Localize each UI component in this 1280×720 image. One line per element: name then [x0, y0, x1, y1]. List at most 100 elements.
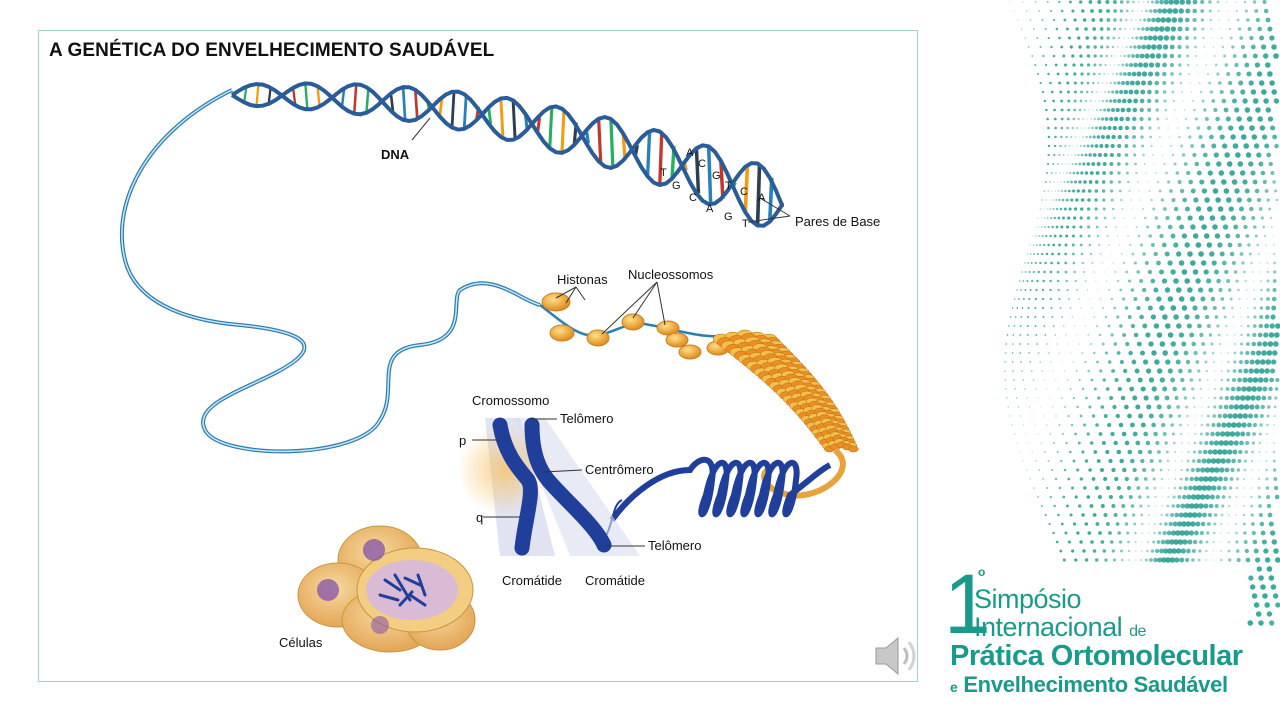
decorative-dot: [1051, 190, 1053, 192]
decorative-dot: [1246, 386, 1252, 392]
decorative-dot: [1201, 224, 1207, 230]
decorative-dot: [1214, 504, 1219, 508]
decorative-dot: [1068, 163, 1070, 165]
decorative-dot: [1148, 126, 1152, 130]
decorative-dot: [1070, 180, 1073, 184]
decorative-dot: [1136, 486, 1141, 490]
decorative-dot: [1087, 369, 1090, 373]
decorative-dot: [1095, 280, 1097, 282]
decorative-dot: [1186, 494, 1192, 500]
decorative-dot: [1143, 477, 1148, 481]
decorative-dot: [1069, 450, 1072, 454]
decorative-dot: [1200, 423, 1204, 427]
decorative-dot: [1099, 144, 1104, 148]
decorative-dot: [1112, 404, 1117, 410]
decorative-dot: [1100, 117, 1105, 121]
decorative-dot: [1060, 117, 1064, 121]
decorative-dot: [1172, 495, 1176, 499]
decorative-dot: [1139, 116, 1144, 122]
label-chromatid-left: Cromátide: [502, 573, 562, 588]
speaker-icon[interactable]: [872, 632, 924, 680]
decorative-dot: [1081, 189, 1086, 193]
decorative-dot: [1217, 206, 1224, 212]
decorative-dot: [1220, 352, 1222, 354]
decorative-dot: [1201, 458, 1207, 464]
decorative-dot: [1147, 80, 1153, 86]
decorative-dot: [1254, 359, 1261, 365]
decorative-dot: [1237, 242, 1242, 248]
decorative-dot: [1127, 98, 1132, 104]
decorative-dot: [1210, 342, 1214, 346]
decorative-dot: [1199, 530, 1204, 536]
decorative-dot: [1047, 243, 1050, 247]
decorative-dot: [1093, 271, 1095, 273]
decorative-dot: [1226, 378, 1230, 382]
decorative-dot: [1207, 476, 1214, 482]
decorative-dot: [1104, 558, 1108, 562]
decorative-dot: [1201, 99, 1205, 103]
decorative-dot: [1264, 189, 1269, 193]
decorative-dot: [1091, 126, 1094, 130]
decorative-dot: [1146, 0, 1150, 4]
decorative-dot: [1230, 134, 1236, 140]
decorative-dot: [1167, 548, 1173, 554]
decorative-dot: [1130, 422, 1135, 428]
decorative-dot: [1162, 71, 1167, 77]
decorative-dot: [1251, 134, 1258, 140]
decorative-dot: [1034, 315, 1037, 319]
decorative-dot: [1223, 476, 1228, 482]
decorative-dot: [1256, 566, 1262, 572]
decorative-dot: [1128, 495, 1133, 499]
decorative-dot: [1208, 333, 1213, 337]
decorative-dot: [1175, 171, 1180, 175]
decorative-dot: [1237, 161, 1244, 167]
decorative-dot: [1152, 35, 1158, 41]
decorative-dot: [1221, 449, 1228, 455]
decorative-dot: [1250, 261, 1253, 265]
decorative-dot: [1116, 153, 1121, 157]
decorative-dot: [1181, 233, 1188, 239]
decorative-dot: [1211, 37, 1214, 39]
decorative-dot: [1190, 188, 1196, 194]
decorative-dot: [1123, 37, 1125, 39]
decorative-dot: [1157, 126, 1160, 130]
decorative-dot: [1058, 36, 1061, 40]
decorative-dot: [1140, 89, 1146, 95]
decorative-dot: [1100, 540, 1105, 544]
decorative-dot: [1143, 395, 1149, 401]
decorative-dot: [1224, 269, 1229, 275]
decorative-dot: [1107, 360, 1112, 364]
decorative-dot: [1177, 35, 1182, 41]
decorative-dot: [1227, 343, 1229, 345]
decorative-dot: [1046, 343, 1048, 345]
decorative-dot: [1187, 424, 1190, 426]
decorative-dot: [1060, 181, 1062, 183]
decorative-dot: [1199, 494, 1206, 500]
decorative-dot: [1113, 306, 1117, 310]
decorative-dot: [1254, 234, 1258, 238]
decorative-dot: [1045, 252, 1049, 256]
decorative-dot: [1242, 413, 1249, 419]
decorative-dot: [1183, 350, 1189, 356]
decorative-dot: [1065, 135, 1068, 139]
decorative-dot: [1190, 468, 1195, 472]
decorative-dot: [1184, 477, 1189, 481]
decorative-dot: [1132, 116, 1137, 122]
decorative-dot: [1220, 370, 1223, 372]
decorative-dot: [1158, 413, 1164, 419]
decorative-dot: [1206, 531, 1210, 535]
decorative-dot: [1224, 431, 1231, 437]
decorative-dot: [1067, 216, 1071, 220]
decorative-dot: [1156, 332, 1163, 338]
decorative-dot: [1236, 468, 1241, 472]
decorative-dot: [1241, 261, 1245, 265]
decorative-dot: [1058, 81, 1062, 85]
decorative-dot: [1141, 532, 1144, 534]
decorative-dot: [1078, 504, 1082, 508]
decorative-dot: [1055, 172, 1057, 174]
decorative-dot: [1156, 117, 1160, 121]
decorative-dot: [1236, 477, 1240, 481]
decorative-dot: [1030, 262, 1033, 264]
decorative-dot: [1266, 288, 1270, 292]
decorative-dot: [1183, 109, 1186, 111]
